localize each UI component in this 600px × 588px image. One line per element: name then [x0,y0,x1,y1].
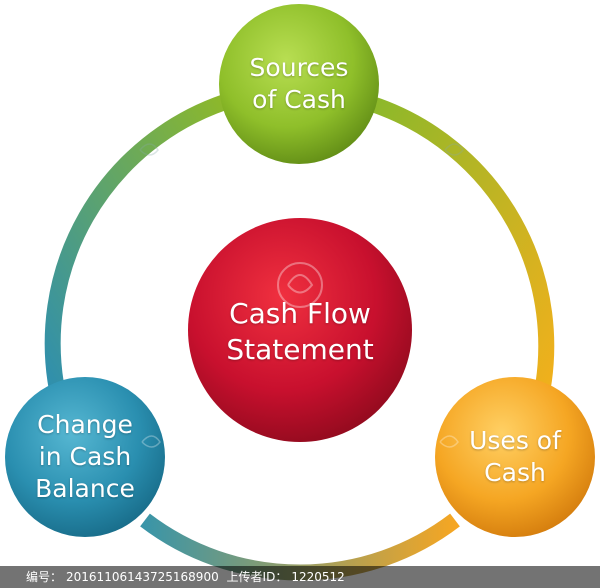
arc-uses-to-change [140,513,460,581]
footer-uploader-label: 上传者ID： [226,570,288,584]
node-center-circle [188,218,412,442]
change-label-line1: Change [37,410,133,439]
node-change-circle [5,377,165,537]
footer-uploader-value: 1220512 [291,570,345,584]
node-uses-circle [435,377,595,537]
node-sources-circle [219,4,379,164]
uses-label-line1: Uses of [469,426,561,455]
uses-node-label: Uses of Cash [469,425,561,489]
footer-id-value: 20161106143725168900 [66,570,219,584]
watermark-logo [277,262,323,308]
image-id-footer: 编号：20161106143725168900 上传者ID：1220512 [0,566,600,588]
change-label-line2: in Cash [38,442,132,471]
change-label-line3: Balance [35,474,135,503]
center-label-line1: Cash Flow [229,297,371,331]
sources-label-line2: of Cash [252,85,346,114]
sources-label-line1: Sources [249,53,349,82]
arc-change-to-sources [44,94,228,397]
center-label-line2: Statement [226,333,374,366]
sources-node-label: Sources of Cash [250,52,349,116]
watermark-leaf-icon [139,143,464,448]
uses-label-line2: Cash [484,458,546,487]
change-node-label: Change in Cash Balance [35,409,135,505]
arc-sources-to-uses [372,97,555,404]
center-node-label: Cash Flow Statement [226,296,373,368]
footer-id-label: 编号： [26,570,63,584]
